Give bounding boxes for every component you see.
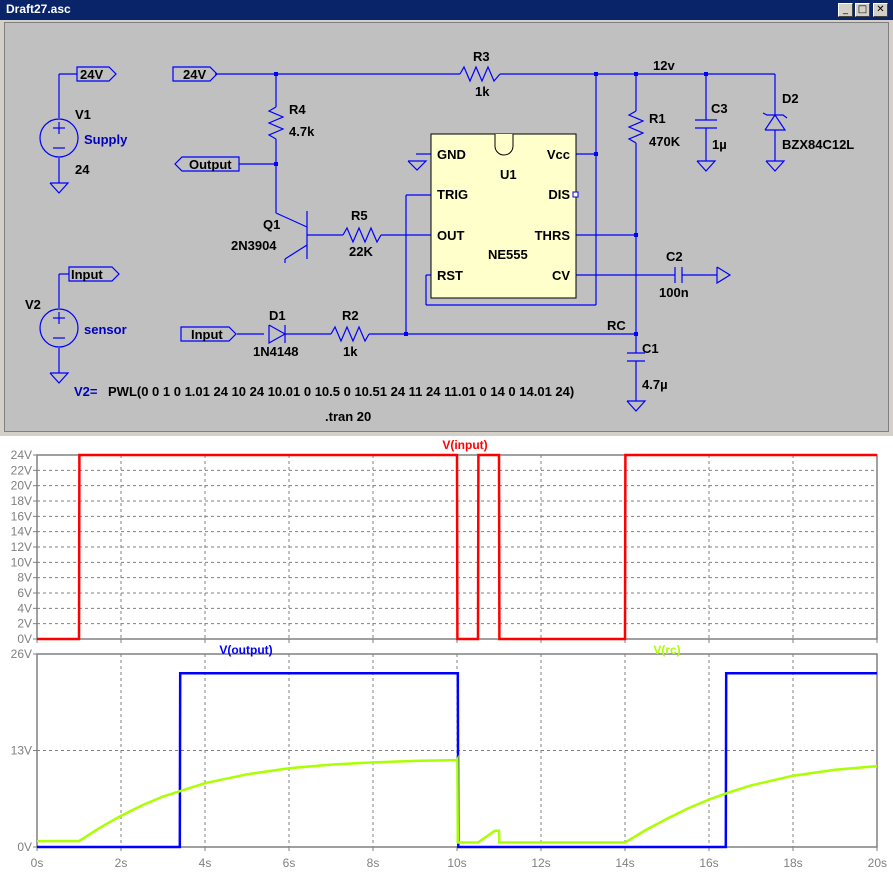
maximize-button[interactable]: □ [855, 3, 870, 17]
pin-vcc: Vcc [547, 147, 570, 162]
pane-splitter[interactable] [0, 432, 893, 436]
y-tick-label: 18V [11, 494, 32, 508]
blue-labels: Supply sensor V2= [74, 132, 128, 399]
x-tick-label: 20s [868, 856, 887, 870]
r2-ref: R2 [342, 308, 359, 323]
junction-dots [274, 72, 708, 336]
chip-notch [494, 134, 514, 156]
v1-label: Supply [84, 132, 128, 147]
pin-rst: RST [437, 268, 463, 283]
r3-value: 1k [475, 84, 490, 99]
y-tick-label: 0V [17, 840, 32, 854]
x-tick-label: 0s [31, 856, 44, 870]
schematic-pane[interactable]: GND TRIG OUT RST Vcc DIS THRS CV U1 NE55… [4, 22, 889, 432]
v2-ref: V2 [25, 297, 41, 312]
net-label-rc: RC [607, 318, 626, 333]
net-label-24v-rail: 24V [183, 67, 206, 82]
schematic-wires [39, 65, 788, 412]
x-tick-label: 10s [447, 856, 466, 870]
v1-ref: V1 [75, 107, 91, 122]
d2-ref: D2 [782, 91, 799, 106]
r1-ref: R1 [649, 111, 666, 126]
r4-ref: R4 [289, 102, 306, 117]
y-tick-label: 10V [11, 555, 32, 569]
v2-pwl-value: PWL(0 0 1 0 1.01 24 10 24 10.01 0 10.5 0… [108, 384, 574, 399]
window-title: Draft27.asc [6, 2, 71, 16]
v2-label: sensor [84, 322, 127, 337]
x-tick-label: 6s [283, 856, 296, 870]
component-labels: R3 1k R4 4.7k R1 470K R5 22K R2 1k C3 1µ… [25, 49, 854, 392]
r5-ref: R5 [351, 208, 368, 223]
net-label-input-circuit: Input [191, 327, 223, 342]
y-tick-label: 24V [11, 448, 32, 462]
net-label-12v: 12v [653, 58, 675, 73]
title-bar[interactable]: Draft27.asc _ □ ✕ [0, 0, 893, 20]
x-tick-label: 14s [615, 856, 634, 870]
v2-equation-label: V2= [74, 384, 98, 399]
pin-out: OUT [437, 228, 465, 243]
y-tick-label: 22V [11, 463, 32, 477]
y-tick-label: 14V [11, 525, 32, 539]
x-tick-label: 4s [199, 856, 212, 870]
dis-pin-dot [572, 191, 579, 198]
d2-value: BZX84C12L [782, 137, 854, 152]
waveform-canvas[interactable]: 0V2V4V6V8V10V12V14V16V18V20V22V24V0V13V2… [0, 436, 893, 879]
x-tick-label: 2s [115, 856, 128, 870]
net-label-input-source: Input [71, 267, 103, 282]
pin-trig: TRIG [437, 187, 468, 202]
x-tick-label: 18s [783, 856, 802, 870]
trace-label-rc: V(rc) [653, 643, 680, 657]
u1-ref: U1 [500, 167, 517, 182]
pin-gnd: GND [437, 147, 466, 162]
c3-value: 1µ [712, 137, 727, 152]
y-tick-label: 12V [11, 540, 32, 554]
r1-value: 470K [649, 134, 681, 149]
y-tick-label: 8V [17, 571, 32, 585]
r3-ref: R3 [473, 49, 490, 64]
u1-ne555-chip[interactable] [430, 133, 577, 299]
schematic-canvas[interactable]: GND TRIG OUT RST Vcc DIS THRS CV U1 NE55… [5, 23, 890, 433]
trace-input[interactable] [37, 453, 877, 641]
trace-label-input: V(input) [442, 438, 487, 452]
q1-ref: Q1 [263, 217, 280, 232]
chip-pin-labels: GND TRIG OUT RST Vcc DIS THRS CV U1 NE55… [437, 147, 570, 283]
net-labels: 24V 24V Output Input Input 12v RC PWL(0 … [71, 58, 675, 424]
y-tick-label: 2V [17, 617, 32, 631]
net-label-24v-left: 24V [80, 67, 103, 82]
r4-value: 4.7k [289, 124, 315, 139]
x-tick-label: 16s [699, 856, 718, 870]
r5-value: 22K [349, 244, 373, 259]
v1-value: 24 [75, 162, 90, 177]
u1-value: NE555 [488, 247, 528, 262]
r2-value: 1k [343, 344, 358, 359]
q1-value: 2N3904 [231, 238, 277, 253]
c3-ref: C3 [711, 101, 728, 116]
x-tick-label: 8s [367, 856, 380, 870]
net-label-output: Output [189, 157, 232, 172]
pin-thrs: THRS [535, 228, 571, 243]
c1-value: 4.7µ [642, 377, 668, 392]
close-button[interactable]: ✕ [873, 3, 888, 17]
pin-dis: DIS [548, 187, 570, 202]
tran-directive: .tran 20 [325, 409, 371, 424]
trace-rc[interactable] [37, 754, 878, 844]
c2-ref: C2 [666, 249, 683, 264]
c2-value: 100n [659, 285, 689, 300]
y-tick-label: 26V [11, 647, 32, 661]
pin-cv: CV [552, 268, 570, 283]
y-tick-label: 16V [11, 509, 32, 523]
d1-ref: D1 [269, 308, 286, 323]
y-tick-label: 13V [11, 744, 32, 758]
minimize-button[interactable]: _ [838, 3, 853, 17]
y-tick-label: 6V [17, 586, 32, 600]
d1-value: 1N4148 [253, 344, 299, 359]
y-tick-label: 20V [11, 479, 32, 493]
y-tick-label: 4V [17, 601, 32, 615]
x-tick-label: 12s [531, 856, 550, 870]
trace-label-output: V(output) [219, 643, 272, 657]
c1-ref: C1 [642, 341, 659, 356]
y-tick-label: 0V [17, 632, 32, 646]
